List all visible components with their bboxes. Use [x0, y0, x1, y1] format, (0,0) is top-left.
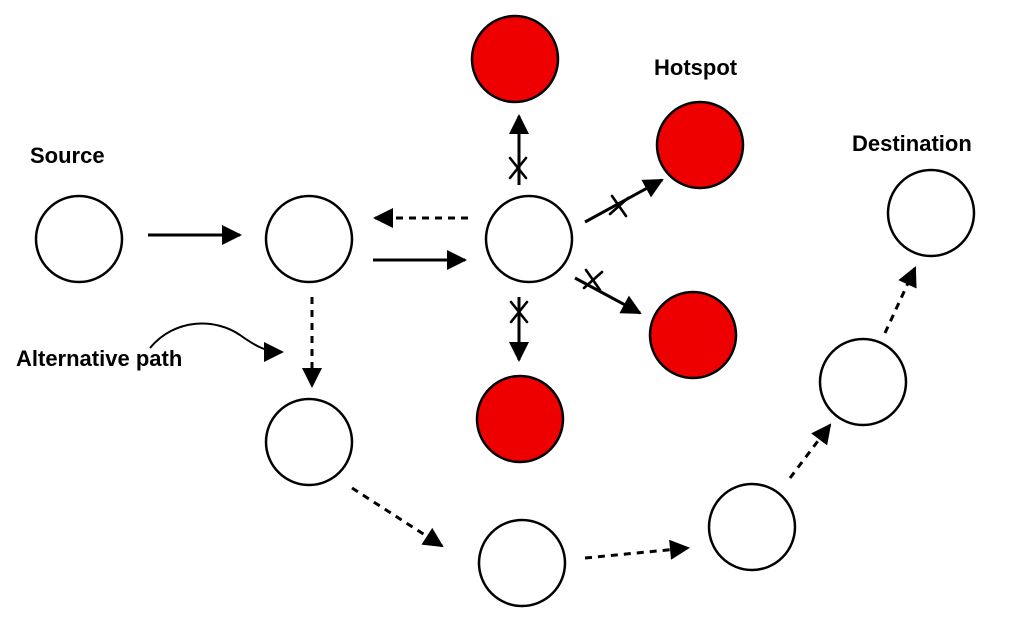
node-center	[484, 194, 574, 284]
edge-alt-3-to-alt-4	[788, 423, 832, 479]
alternative-path-label: Alternative path	[16, 346, 182, 371]
blocked-x-icon	[582, 268, 604, 292]
hotspot-node	[475, 374, 565, 464]
node-alternative	[477, 518, 567, 608]
edge-alt-4-to-destination	[883, 266, 917, 334]
hotspot-node	[648, 290, 738, 380]
edges	[148, 114, 917, 560]
edge-center-to-hot-lower-right	[574, 276, 642, 315]
blocked-x-icon	[508, 156, 528, 180]
hotspot-node	[655, 100, 745, 190]
destination-label: Destination	[852, 131, 972, 156]
node-alternative	[707, 482, 797, 572]
blocked-x-icon	[509, 300, 529, 324]
edge-alt-1-to-alt-2	[351, 486, 444, 548]
node-alternative	[818, 337, 908, 427]
nodes	[34, 14, 976, 608]
alternative-path-pointer	[149, 322, 284, 362]
hotspot-label: Hotspot	[654, 55, 738, 80]
node-alternative	[264, 397, 354, 487]
blocked-x-icon	[608, 194, 630, 218]
node-source	[34, 194, 124, 284]
edge-alt-2-to-alt-3	[584, 539, 690, 560]
hotspot-node	[470, 14, 560, 104]
blocked-markers	[508, 156, 630, 324]
source-label: Source	[30, 143, 105, 168]
node-relay	[264, 194, 354, 284]
node-destination	[886, 168, 976, 258]
